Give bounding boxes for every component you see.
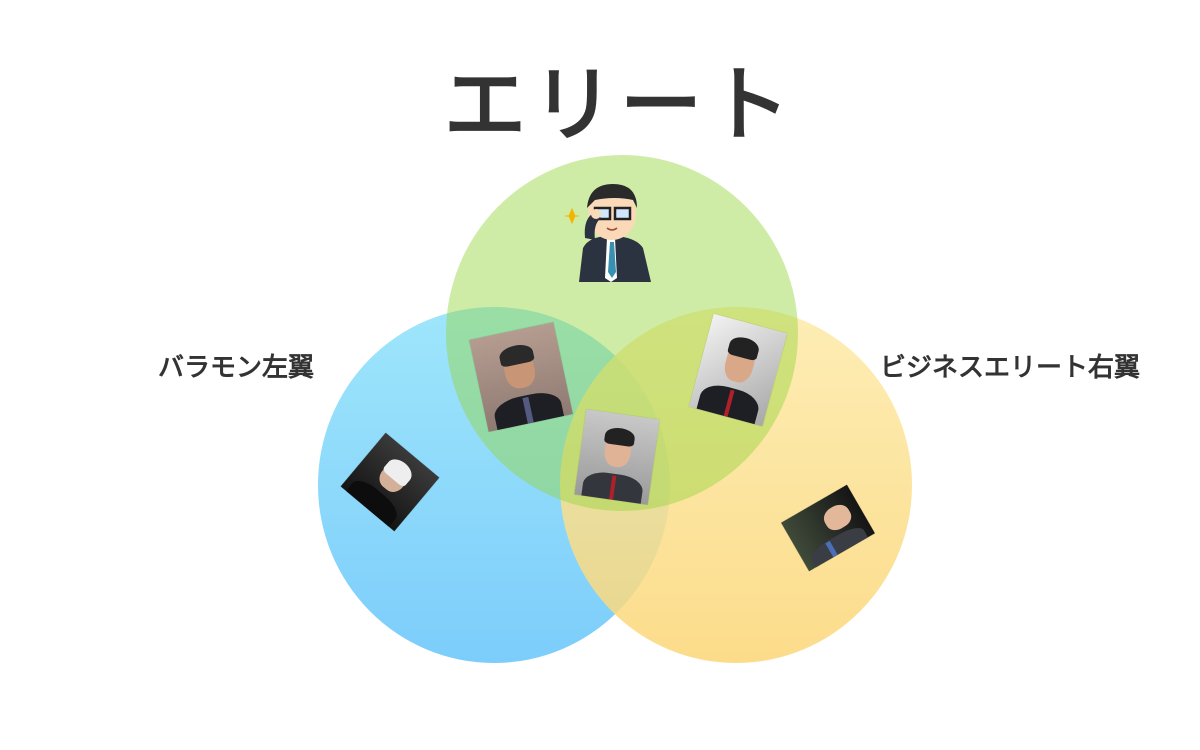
label-business-right: ビジネスエリート右翼: [880, 353, 1141, 383]
circle-business-right: [560, 307, 912, 663]
elite-illustration-icon: [565, 184, 651, 282]
diagram-title: エリート: [443, 58, 796, 153]
portrait-center: [574, 409, 660, 505]
label-brahmin-left: バラモン左翼: [158, 353, 315, 383]
circle-brahmin-left: [318, 307, 670, 663]
